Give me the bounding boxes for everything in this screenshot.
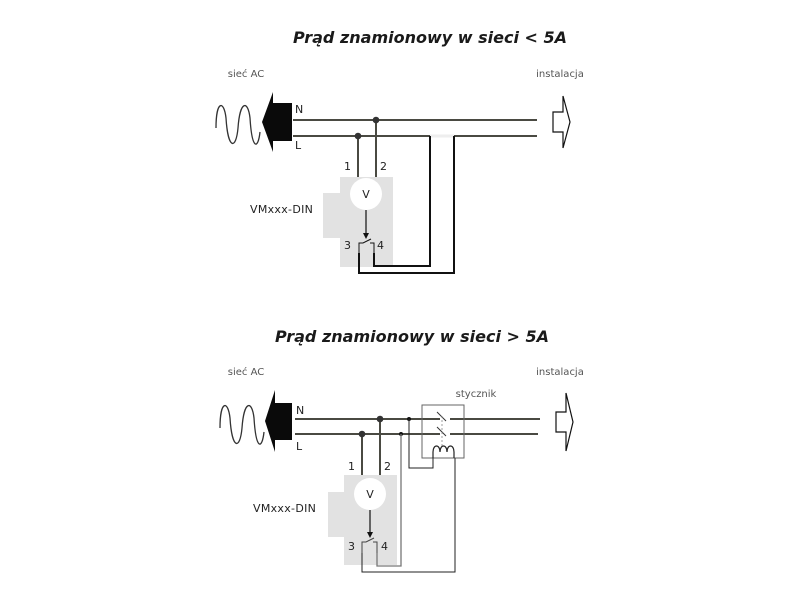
- ac-sine-icon: [219, 405, 265, 445]
- source-label: sieć AC: [228, 68, 264, 80]
- ac-sine-icon: [215, 105, 261, 145]
- loop-wire-4: [376, 434, 402, 567]
- terminal-3: 3: [348, 540, 355, 553]
- contactor-coil-icon: [432, 445, 455, 458]
- line-l-label: L: [295, 139, 302, 152]
- relay-contact-icon: [361, 537, 378, 553]
- terminal-1: 1: [344, 160, 351, 173]
- diagram-low-current: Prąd znamionowy w sieci < 5A sieć AC ins…: [215, 28, 584, 274]
- device-wing: [323, 193, 343, 238]
- device-name: VMxxx-DIN: [253, 502, 316, 515]
- voltmeter-circle: [350, 178, 382, 210]
- diagram-high-current: Prąd znamionowy w sieci > 5A sieć AC ins…: [219, 327, 584, 573]
- loop-wire-3: [358, 136, 455, 274]
- junction-dot: [354, 132, 362, 140]
- device-wing: [328, 492, 348, 537]
- line-n-label: N: [295, 103, 303, 116]
- voltmeter-symbol: V: [366, 488, 374, 501]
- line-n-label: N: [296, 404, 304, 417]
- terminal-4: 4: [381, 540, 388, 553]
- junction-dot: [372, 116, 380, 124]
- diagram-title: Prąd znamionowy w sieci < 5A: [293, 28, 567, 47]
- terminal-2: 2: [380, 160, 387, 173]
- terminal-2: 2: [384, 460, 391, 473]
- voltmeter-symbol: V: [362, 188, 370, 201]
- junction-dot: [358, 430, 366, 438]
- coil-supply-wire: [408, 419, 434, 469]
- terminal-1: 1: [348, 460, 355, 473]
- output-arrow-icon: [552, 95, 571, 149]
- device-name: VMxxx-DIN: [250, 203, 313, 216]
- loop-wire-3: [361, 458, 456, 573]
- actuator-arrow-icon: [363, 233, 369, 239]
- relay-contact-icon: [358, 238, 375, 253]
- output-label: instalacja: [536, 69, 584, 80]
- output-label: instalacja: [536, 367, 584, 378]
- contactor-label: stycznik: [456, 389, 497, 400]
- line-l-label: L: [296, 440, 303, 453]
- terminal-4: 4: [377, 239, 384, 252]
- output-arrow-icon: [555, 392, 574, 452]
- loop-wire-4: [373, 136, 431, 267]
- contactor-switch-l: [436, 426, 447, 437]
- contactor-switch-n: [436, 411, 447, 422]
- source-arrow-icon: [262, 92, 292, 152]
- source-arrow-icon: [265, 390, 292, 452]
- voltmeter-circle: [354, 478, 386, 510]
- terminal-3: 3: [344, 239, 351, 252]
- diagram-title: Prąd znamionowy w sieci > 5A: [275, 327, 549, 346]
- source-label: sieć AC: [228, 366, 264, 378]
- actuator-arrow-icon: [367, 532, 373, 538]
- contactor-box: [421, 404, 465, 459]
- junction-dot: [376, 415, 384, 423]
